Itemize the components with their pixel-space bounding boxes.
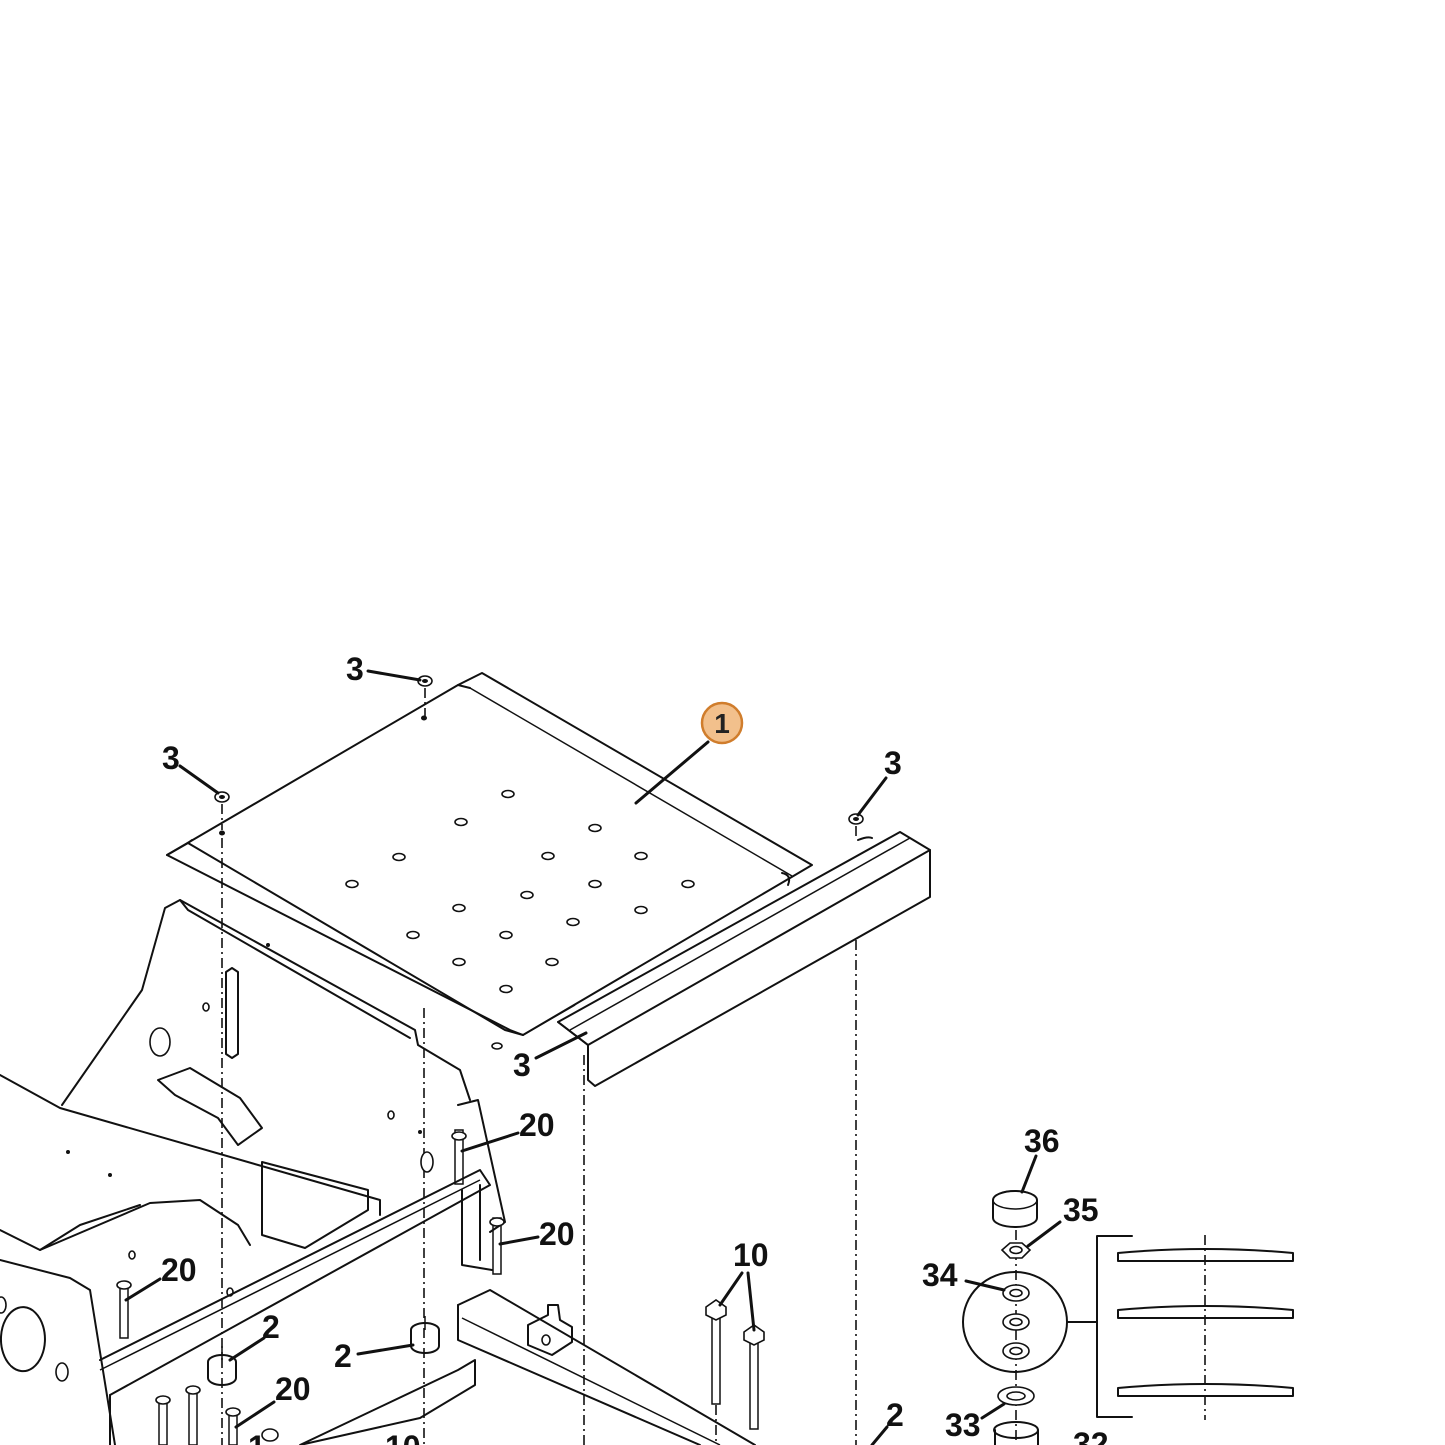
callout-3-top[interactable]: 3 <box>346 651 364 687</box>
callout-2-b[interactable]: 2 <box>334 1338 352 1374</box>
callout-3-right[interactable]: 3 <box>884 745 902 781</box>
callout-20-b[interactable]: 20 <box>539 1216 575 1252</box>
callout-labels: 3 3 3 3 20 20 20 20 2 2 2 10 36 35 34 33… <box>161 651 1109 1445</box>
plate-holes <box>345 789 695 1050</box>
frame-rail <box>99 1169 491 1445</box>
callout-33[interactable]: 33 <box>945 1407 981 1443</box>
exploded-view <box>962 1190 1294 1445</box>
alignment-lines <box>221 688 1206 1445</box>
isolator-mounts <box>207 1316 440 1386</box>
callout-36[interactable]: 36 <box>1024 1123 1060 1159</box>
callout-3-bottom[interactable]: 3 <box>513 1047 531 1083</box>
nuts <box>214 675 864 836</box>
frame-panel <box>0 899 471 1445</box>
callout-2-c[interactable]: 2 <box>886 1397 904 1433</box>
callout-20-a[interactable]: 20 <box>519 1107 555 1143</box>
highlight-label: 1 <box>714 708 730 739</box>
bolts <box>116 1129 765 1445</box>
callout-20-c[interactable]: 20 <box>161 1252 197 1288</box>
callout-20-d[interactable]: 20 <box>275 1371 311 1407</box>
callout-2-a[interactable]: 2 <box>262 1309 280 1345</box>
callout-10-cut[interactable]: 10 <box>385 1429 421 1445</box>
leader-lines <box>124 669 1062 1445</box>
callout-35[interactable]: 35 <box>1063 1192 1099 1228</box>
callout-10[interactable]: 10 <box>733 1237 769 1273</box>
callout-32[interactable]: 32 <box>1073 1426 1109 1445</box>
side-bracket <box>457 1099 506 1271</box>
callout-34[interactable]: 34 <box>922 1257 958 1293</box>
highlighted-callout-1[interactable]: 1 <box>700 701 744 745</box>
plate-bracket <box>557 831 931 1087</box>
callout-3-left[interactable]: 3 <box>162 740 180 776</box>
rear-frame <box>261 1289 756 1445</box>
callout-1-cut[interactable]: 1 <box>248 1429 266 1445</box>
seat-plate[interactable] <box>166 672 813 1036</box>
